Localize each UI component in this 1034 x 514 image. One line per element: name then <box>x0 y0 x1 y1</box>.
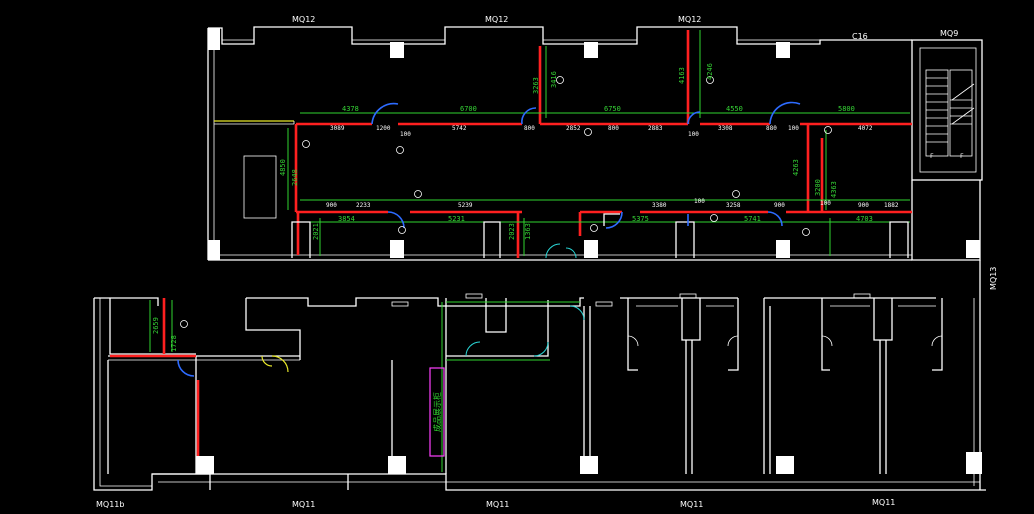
lower-interior-walls <box>107 298 943 474</box>
lower-outer-walls <box>93 260 986 491</box>
dim-lower-3: 5239 <box>458 202 473 209</box>
dim-sub-11: 880 <box>766 125 777 132</box>
dim-sub-8: 2883 <box>648 125 663 132</box>
dim-sub-7: 800 <box>608 125 619 132</box>
upper-columns <box>208 28 980 260</box>
dim-upper-5: 5800 <box>838 105 855 113</box>
dim-lower-10: 1882 <box>884 202 899 209</box>
dim-lower-7: 900 <box>774 202 785 209</box>
vdim-13: 2659 <box>152 317 160 334</box>
upper-outer-walls <box>207 26 983 261</box>
label-top-mq12-2: MQ12 <box>485 15 508 24</box>
vdim-3: 4246 <box>706 63 714 80</box>
sign-panel <box>429 367 445 457</box>
vdim-12: 3200 <box>814 179 822 196</box>
dim-sub-4: 100 <box>400 131 411 138</box>
label-top-c16: C16 <box>852 32 868 41</box>
dim-sub-9: 100 <box>688 131 699 138</box>
vdim-9: 2021 <box>312 223 320 240</box>
left-room-fixtures <box>214 120 295 219</box>
lower-doors <box>177 293 943 377</box>
label-top-mq12-1: MQ12 <box>292 15 315 24</box>
sign-panel-text: 成品展示柜 <box>432 392 442 432</box>
dim-sub-12: 100 <box>788 125 799 132</box>
marker-circles <box>180 76 832 328</box>
dim-sub-10: 3308 <box>718 125 733 132</box>
vdim-8: 4363 <box>830 181 838 198</box>
dim-lower-sub-1: 3854 <box>338 215 355 223</box>
dim-lower-6: 3258 <box>726 202 741 209</box>
dim-lower-4: 3380 <box>652 202 667 209</box>
dim-sub-13: 4072 <box>858 125 873 132</box>
stair-mark-2: F <box>960 153 964 160</box>
upper-doors <box>371 101 801 259</box>
vdim-14: 1728 <box>170 335 178 352</box>
dimension-text-lower: 900 2233 5239 3380 100 3258 900 100 900 … <box>326 198 899 223</box>
dim-lower-9: 900 <box>858 202 869 209</box>
upper-small-rooms <box>291 213 909 258</box>
vdim-10: 1363 <box>524 223 532 240</box>
vdim-4: 4163 <box>678 67 686 84</box>
dim-sub-6: 2852 <box>566 125 581 132</box>
vdim-5: 4850 <box>279 159 287 176</box>
label-right-mq13: MQ13 <box>989 267 998 290</box>
vdim-11: 2023 <box>508 223 516 240</box>
new-partitions <box>294 30 912 258</box>
dim-upper-3: 6750 <box>604 105 621 113</box>
dim-sub-2: 1200 <box>376 125 391 132</box>
dim-lower-sub-4: 5741 <box>744 215 761 223</box>
dim-lower-sub-3: 5375 <box>632 215 649 223</box>
stair-mark-1: F <box>930 153 934 160</box>
label-top-mq9: MQ9 <box>940 29 958 38</box>
dim-upper-2: 6700 <box>460 105 477 113</box>
label-bottom-mq11b: MQ11b <box>96 500 124 509</box>
vdim-1: 3416 <box>550 71 558 88</box>
dim-lower-1: 900 <box>326 202 337 209</box>
dim-upper-1: 4378 <box>342 105 359 113</box>
lower-partitions: 成品展示柜 <box>110 298 580 472</box>
label-bottom-mq11-4: MQ11 <box>872 498 895 507</box>
vdim-6: 2648 <box>291 169 299 186</box>
label-bottom-mq11-3: MQ11 <box>680 500 703 509</box>
lower-columns <box>196 452 982 474</box>
dim-sub-1: 3089 <box>330 125 345 132</box>
dim-lower-sub-2: 5231 <box>448 215 465 223</box>
vdim-7: 4263 <box>792 159 800 176</box>
dim-sub-5: 800 <box>524 125 535 132</box>
dim-lower-5: 100 <box>694 198 705 205</box>
dimension-text-vertical: 3416 3263 4246 4163 4850 2648 4263 4363 … <box>152 63 838 352</box>
dimension-lines <box>287 30 910 256</box>
label-top-mq12-3: MQ12 <box>678 15 701 24</box>
dimension-text-upper: 4378 6700 6750 4550 5800 3089 1200 5742 … <box>330 105 873 138</box>
dim-lower-8: 100 <box>820 200 831 207</box>
dim-lower-2: 2233 <box>356 202 371 209</box>
dim-sub-3: 5742 <box>452 125 467 132</box>
label-bottom-mq11-1: MQ11 <box>292 500 315 509</box>
vdim-2: 3263 <box>532 77 540 94</box>
dim-lower-sub-5: 4703 <box>856 215 873 223</box>
stair-core: F F <box>925 69 975 160</box>
wall-labels: MQ12 MQ12 MQ12 C16 MQ9 MQ13 MQ11b MQ11 M… <box>96 15 998 509</box>
dim-upper-4: 4550 <box>726 105 743 113</box>
label-bottom-mq11-2: MQ11 <box>486 500 509 509</box>
